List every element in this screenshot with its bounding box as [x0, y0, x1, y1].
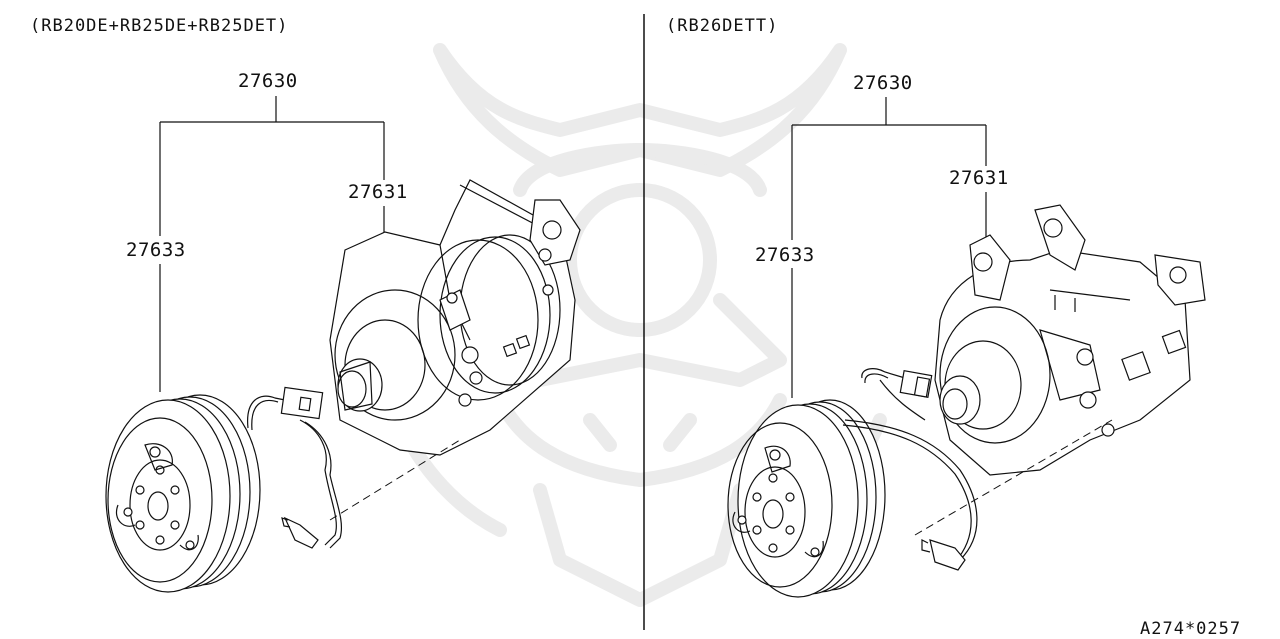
left-part-27630-label[interactable]: 27630	[238, 70, 298, 92]
right-wire-harness	[842, 368, 978, 571]
left-compressor	[329, 179, 581, 456]
right-part-27630-label[interactable]: 27630	[853, 72, 913, 94]
left-clutch-pulley	[105, 394, 261, 593]
left-part-27631-label[interactable]: 27631	[348, 181, 408, 203]
right-leader-lines	[791, 97, 987, 398]
right-clutch-pulley	[727, 399, 886, 598]
left-part-27633-label[interactable]: 27633	[126, 239, 186, 261]
left-leader-lines	[159, 96, 385, 392]
left-wire-harness	[247, 386, 343, 549]
right-part-27631-label[interactable]: 27631	[949, 167, 1009, 189]
right-engine-label: (RB26DETT)	[666, 16, 779, 36]
right-part-27633-label[interactable]: 27633	[755, 244, 815, 266]
right-compressor	[934, 204, 1206, 476]
left-engine-label: (RB20DE+RB25DE+RB25DET)	[30, 16, 289, 36]
diagram-code: A274*0257	[1140, 619, 1242, 639]
